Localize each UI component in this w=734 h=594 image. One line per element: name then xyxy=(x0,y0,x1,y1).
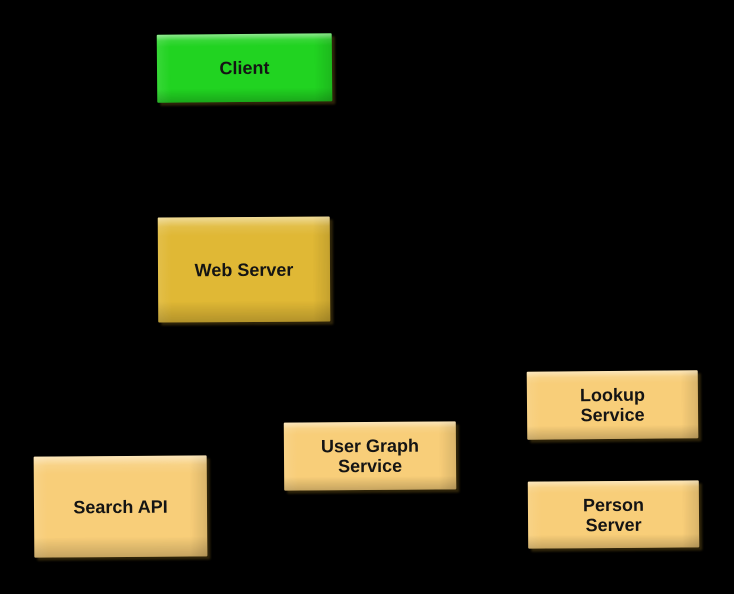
diagram-node-label-line: Person xyxy=(582,494,645,515)
diagram-node-label: Search API xyxy=(73,496,168,517)
diagram-node-web-server: Web Server xyxy=(157,216,331,323)
diagram-node-client: Client xyxy=(156,33,333,103)
diagram-node-label-line: Search API xyxy=(73,496,168,517)
diagram-node-label-line: Server xyxy=(585,514,642,535)
diagram-node-search-api: Search API xyxy=(33,455,208,558)
diagram-node-label-line: Service xyxy=(337,455,403,477)
diagram-node-label-line: Web Server xyxy=(194,259,294,280)
diagram-node-label: Client xyxy=(219,58,269,78)
diagram-node-label-line: Service xyxy=(580,404,645,426)
diagram-node-label-line: Lookup xyxy=(579,384,645,406)
diagram-node-label-line: Client xyxy=(219,57,270,79)
diagram-node-label: Web Server xyxy=(195,259,294,280)
diagram-node-label-line: User Graph xyxy=(320,435,420,457)
